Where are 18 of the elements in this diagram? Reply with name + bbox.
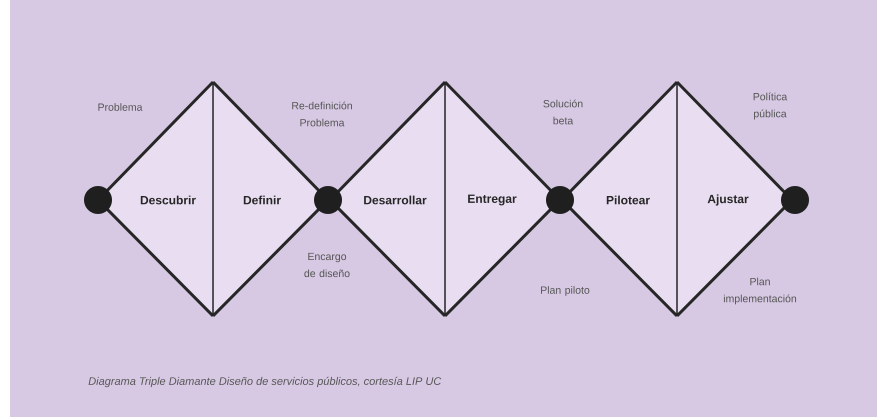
phase-label: Desarrollar: [364, 196, 426, 204]
deliverable-label: Solución beta: [543, 100, 582, 124]
phase-label: Pilotear: [606, 196, 650, 204]
caption: Diagrama Triple Diamante Diseño de servicios públicos, cortesía LIP UC: [88, 376, 442, 388]
deliverable-label: Plan piloto: [541, 286, 590, 296]
deliverable-label: Problema: [98, 103, 142, 111]
deliverable-label: Política pública: [754, 92, 788, 120]
deliverable-label: Plan implementación: [724, 278, 796, 304]
dot: [84, 186, 112, 214]
phase-label: Definir: [244, 196, 281, 204]
dot: [546, 186, 574, 214]
dot: [781, 186, 809, 214]
phase-label: Entregar: [468, 194, 516, 206]
dot: [314, 186, 342, 214]
phase-label: Ajustar: [708, 194, 748, 206]
deliverable-label: Encargo de diseño: [304, 252, 350, 278]
deliverable-label: Re-definición Problema: [292, 102, 352, 126]
phase-label: Descubrir: [140, 196, 196, 204]
